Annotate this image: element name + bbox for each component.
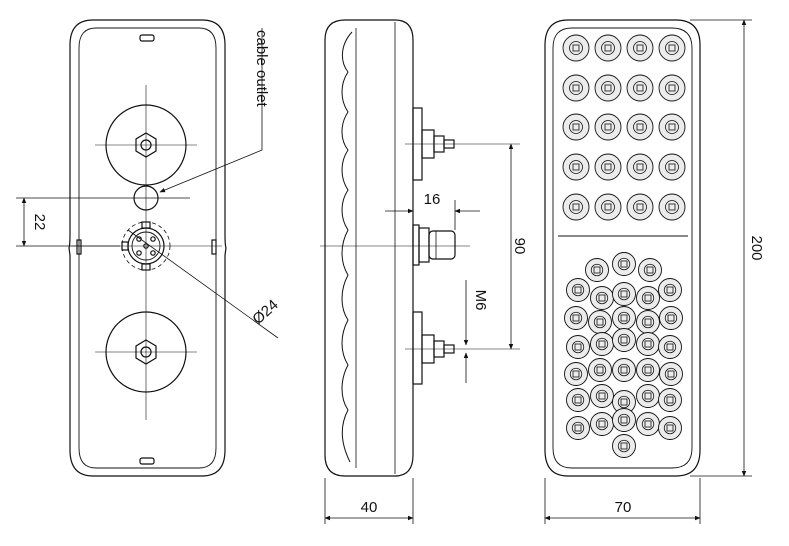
dim-m6-label: M6 [472, 290, 489, 311]
rear-right-slot [211, 239, 217, 255]
rear-view [16, 19, 279, 477]
dim-90-label: 90 [511, 238, 528, 255]
dim-70-lines [544, 478, 701, 524]
led [636, 286, 660, 310]
led [590, 332, 614, 356]
led [594, 113, 622, 141]
led [658, 113, 686, 141]
led [562, 193, 590, 221]
led [658, 74, 686, 102]
led [590, 412, 614, 436]
led [658, 388, 682, 412]
dim-40-lines [324, 478, 414, 524]
rear-top-slot [139, 34, 155, 42]
led [636, 384, 660, 408]
led [566, 278, 590, 302]
led [626, 74, 654, 102]
dim-dia24-label: Ø24 [249, 296, 281, 328]
led [658, 34, 686, 62]
side-connector-base [412, 224, 420, 266]
rear-bottom-slot [139, 457, 155, 465]
led [562, 34, 590, 62]
led [562, 153, 590, 181]
led [594, 153, 622, 181]
led [594, 74, 622, 102]
led [612, 434, 636, 458]
front-housing-outline [544, 19, 701, 477]
led [566, 388, 590, 412]
led [658, 193, 686, 221]
led [658, 153, 686, 181]
led [566, 416, 590, 440]
led [626, 193, 654, 221]
led [562, 74, 590, 102]
led [612, 252, 636, 276]
led [636, 310, 660, 334]
led [590, 384, 614, 408]
led [612, 390, 636, 414]
led [636, 332, 660, 356]
side-view [320, 19, 520, 524]
led [612, 306, 636, 330]
led [564, 362, 588, 386]
led [588, 310, 612, 334]
led [659, 362, 683, 386]
side-centerlines [320, 143, 520, 350]
led [585, 258, 609, 282]
rear-housing-outline [68, 19, 227, 477]
rear-centerlines [72, 85, 222, 420]
dim-200-lines [690, 19, 752, 477]
led [612, 328, 636, 352]
led [594, 193, 622, 221]
led [594, 34, 622, 62]
side-lens-wave [341, 31, 353, 463]
led [590, 286, 614, 310]
led [612, 358, 636, 382]
front-housing-inner [552, 27, 693, 469]
led [638, 258, 662, 282]
cable-outlet-leader [159, 28, 263, 193]
dim-70-label: 70 [615, 499, 632, 516]
led [658, 278, 682, 302]
led [626, 113, 654, 141]
upper-led-grid [562, 34, 686, 221]
led [626, 34, 654, 62]
led [564, 306, 588, 330]
dim-40-label: 40 [361, 499, 378, 516]
front-view [544, 19, 752, 524]
led [566, 335, 590, 359]
led [658, 416, 682, 440]
dia24-leader [127, 229, 279, 339]
led [659, 306, 683, 330]
lower-stud-base [412, 311, 423, 385]
dim-16-lines [385, 200, 480, 230]
led [636, 358, 660, 382]
led [612, 282, 636, 306]
dim-16-label: 16 [424, 191, 441, 208]
led [612, 408, 636, 432]
lower-led-cluster [564, 252, 683, 458]
rear-left-slot [76, 239, 82, 255]
side-housing-outline [324, 19, 414, 477]
dim-200-label: 200 [748, 235, 765, 260]
led [658, 335, 682, 359]
led [626, 153, 654, 181]
dim-22-label: 22 [31, 214, 48, 231]
led [562, 113, 590, 141]
rear-housing-inner [78, 27, 217, 469]
dim-22-lines [16, 197, 190, 247]
led [636, 412, 660, 436]
cable-outlet-label: cable outlet [253, 30, 270, 108]
led [588, 358, 612, 382]
